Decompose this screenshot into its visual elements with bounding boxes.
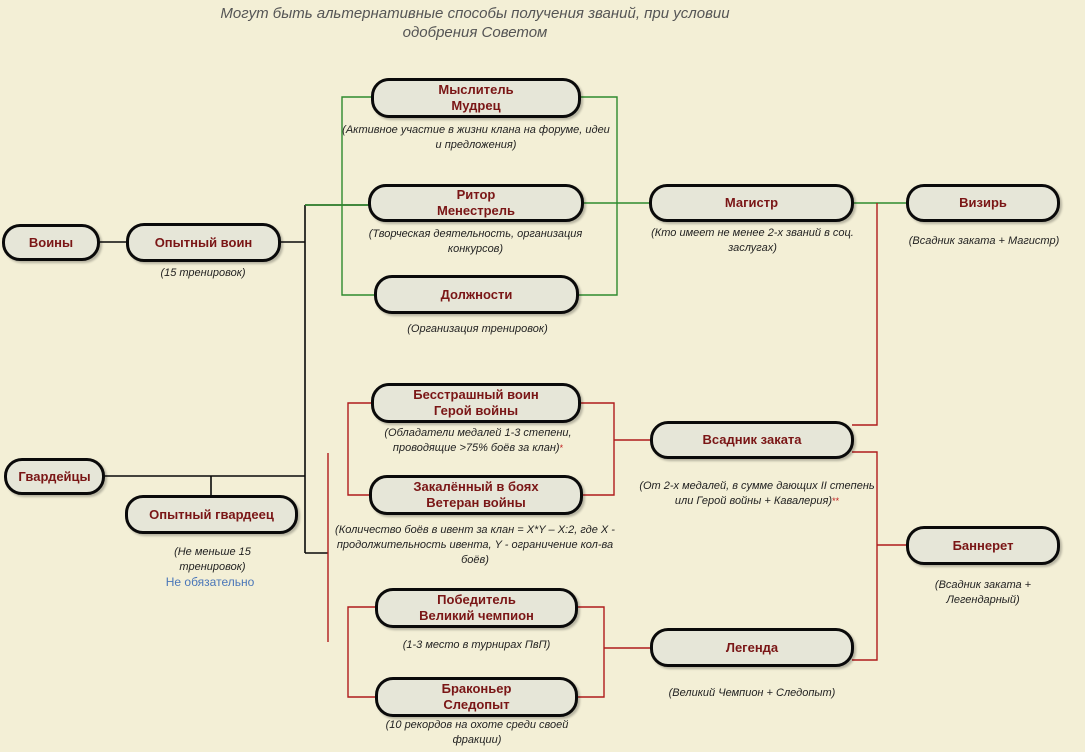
caption-opytny-voin: (15 тренировок)	[160, 267, 246, 279]
node-vsadnik[interactable]: Всадник заката	[650, 421, 854, 459]
caption-vsadnik: (От 2-х медалей, в сумме дающих II степе…	[637, 479, 877, 509]
caption-text: (От 2-х медалей, в сумме дающих II степе…	[639, 480, 875, 507]
caption-pobeditel: (1-3 место в турнирах ПвП)	[402, 639, 551, 651]
optional-note: Не обязательно	[165, 575, 255, 589]
node-gvardeitsy[interactable]: Гвардейцы	[4, 458, 105, 495]
node-label-line2: Герой войны	[433, 403, 519, 418]
node-voiny[interactable]: Воины	[2, 224, 100, 261]
caption-dolzhnosti: (Организация тренировок)	[407, 323, 548, 335]
node-label: Всадник заката	[702, 432, 802, 447]
node-label-line2: Мудрец	[451, 98, 501, 113]
diagram-note: Могут быть альтернативные способы получе…	[220, 5, 730, 41]
node-label-line2: Менестрель	[437, 203, 515, 218]
caption-legenda: (Великий Чемпион + Следопыт)	[668, 687, 836, 699]
node-label: Опытный воин	[154, 234, 253, 250]
node-label-line1: Браконьер	[441, 681, 512, 696]
node-label-line1: Бесстрашный воин	[413, 387, 539, 402]
node-vizir[interactable]: Визирь	[906, 184, 1060, 222]
caption-magistr: (Кто имеет не менее 2-х званий в соц. за…	[651, 227, 854, 254]
caption-opytny-gvardeets: (Не меньше 15 тренировок)	[174, 546, 251, 573]
node-label: Баннерет	[952, 537, 1014, 553]
node-label: Должности	[440, 286, 513, 302]
caption-zakalenny: (Количество боёв в ивент за клан = X*Y –…	[335, 524, 615, 566]
caption-myslitel: (Активное участие в жизни клана на форум…	[342, 124, 610, 151]
caption-ritor: (Творческая деятельность, организация ко…	[368, 228, 583, 255]
footnote-mark: *	[559, 443, 564, 453]
node-label-line2: Следопыт	[443, 697, 510, 712]
node-label-line2: Великий чемпион	[419, 608, 534, 623]
caption-text: (Обладатели медалей 1-3 степени, проводя…	[384, 427, 572, 454]
node-dolzhnosti[interactable]: Должности	[374, 275, 579, 314]
node-label: Опытный гвардеец	[149, 506, 274, 522]
caption-banneret: (Всадник заката + Легендарный)	[934, 579, 1032, 606]
node-legenda[interactable]: Легенда	[650, 628, 854, 667]
node-label-line1: Победитель	[437, 592, 516, 607]
node-label: Магистр	[724, 195, 779, 210]
caption-brakonier: (10 рекордов на охоте среди своей фракци…	[385, 719, 569, 746]
node-brakonier[interactable]: Браконьер Следопыт	[375, 677, 578, 717]
node-label: Воины	[28, 234, 74, 250]
node-ritor[interactable]: Ритор Менестрель	[368, 184, 584, 222]
node-label-line1: Мыслитель	[438, 82, 514, 97]
node-opytny-voin[interactable]: Опытный воин	[126, 223, 281, 262]
node-besstrashny[interactable]: Бесстрашный воин Герой войны	[371, 383, 581, 423]
footnote-mark: **	[832, 496, 840, 506]
node-zakalenny[interactable]: Закалённый в боях Ветеран войны	[369, 475, 583, 515]
node-pobeditel[interactable]: Победитель Великий чемпион	[375, 588, 578, 628]
node-magistr[interactable]: Магистр	[649, 184, 854, 222]
node-opytny-gvardeets[interactable]: Опытный гвардеец	[125, 495, 298, 534]
node-myslitel[interactable]: Мыслитель Мудрец	[371, 78, 581, 118]
node-label-line2: Ветеран войны	[426, 495, 526, 510]
node-label: Визирь	[959, 195, 1007, 210]
node-banneret[interactable]: Баннерет	[906, 526, 1060, 565]
caption-besstrashny: (Обладатели медалей 1-3 степени, проводя…	[362, 426, 594, 456]
node-label-line1: Ритор	[456, 187, 496, 202]
node-label: Легенда	[725, 639, 779, 655]
node-label-line1: Закалённый в боях	[413, 479, 539, 494]
caption-vizir: (Всадник заката + Магистр)	[908, 235, 1060, 247]
node-label: Гвардейцы	[18, 468, 91, 484]
